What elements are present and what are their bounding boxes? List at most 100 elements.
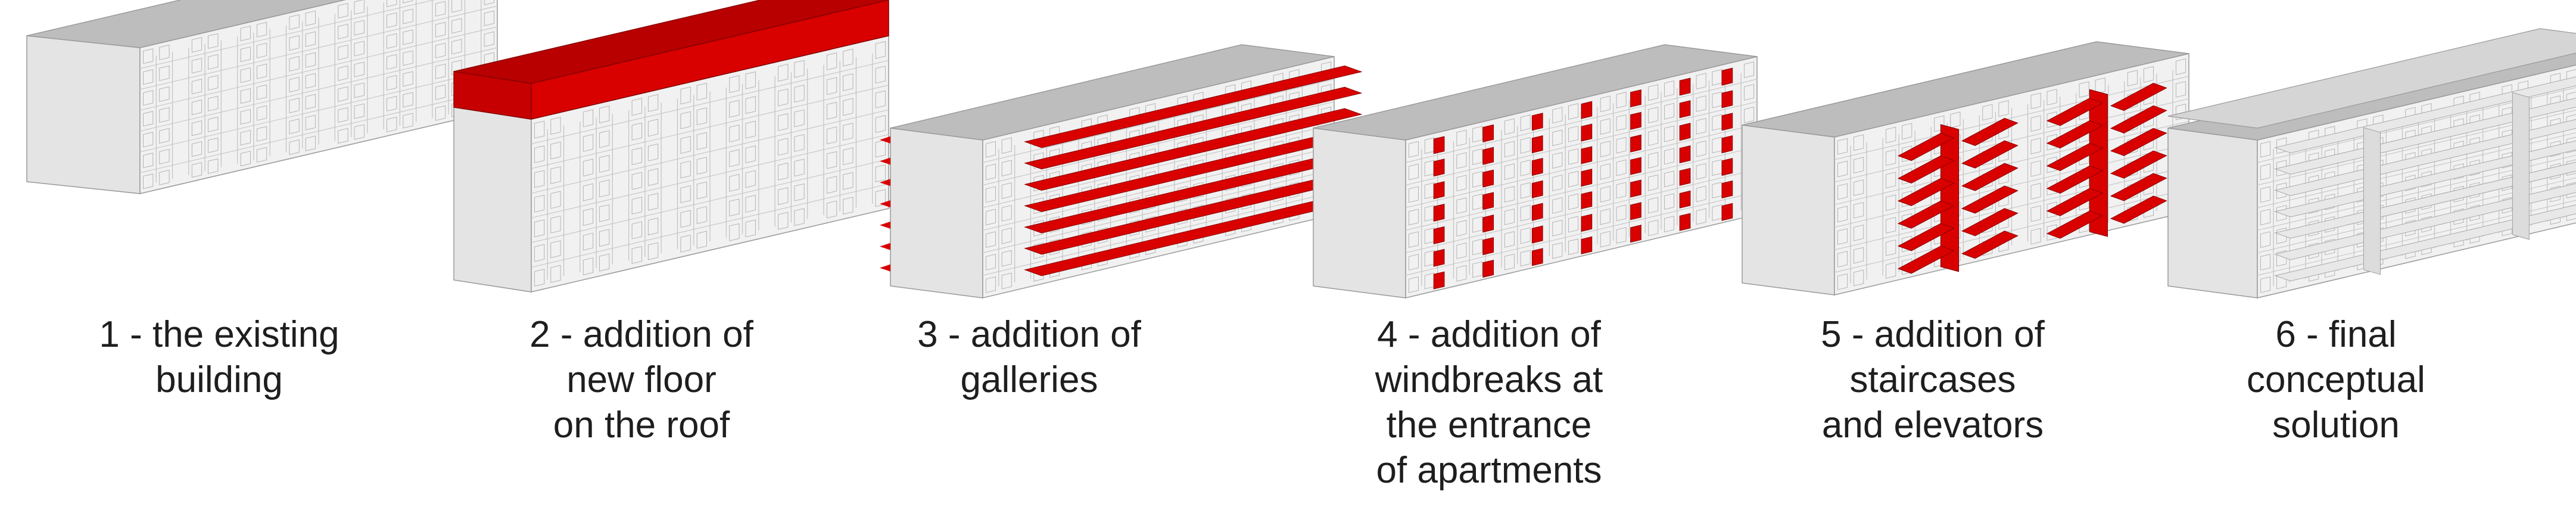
gallery-slab	[1024, 108, 1363, 191]
window	[2276, 160, 2287, 177]
staircase-flight	[2046, 120, 2104, 149]
window	[159, 44, 170, 61]
window	[1424, 227, 1435, 244]
window	[778, 138, 789, 156]
window	[1712, 114, 1722, 131]
window	[354, 20, 365, 36]
window	[289, 35, 300, 51]
window	[403, 71, 413, 87]
caption-line: galleries	[960, 359, 1098, 400]
window	[1424, 160, 1435, 177]
window	[2047, 201, 2057, 219]
windbreak-panel	[1531, 157, 1543, 176]
windbreak-panel	[1721, 90, 1733, 108]
window	[1568, 126, 1579, 142]
building-roof	[26, 0, 347, 48]
window	[2030, 182, 2041, 200]
window	[778, 162, 789, 181]
window	[1408, 141, 1419, 158]
window	[435, 21, 446, 38]
window	[1712, 91, 1722, 108]
window	[191, 120, 203, 136]
window	[208, 54, 219, 70]
windbreak-panel	[1630, 157, 1641, 175]
window	[534, 120, 545, 139]
window	[696, 231, 707, 249]
window	[240, 88, 251, 104]
window	[451, 0, 462, 13]
staircase-flight	[2110, 195, 2167, 224]
window	[484, 0, 494, 5]
window	[631, 147, 642, 166]
staircase-flight	[2046, 188, 2104, 216]
window	[2276, 250, 2287, 267]
window	[305, 31, 316, 47]
window	[1648, 219, 1659, 237]
window	[1552, 107, 1563, 124]
galleries-icon	[880, 44, 1363, 298]
window	[403, 92, 413, 108]
window	[843, 197, 854, 215]
staircase-flight	[1897, 133, 1955, 161]
caption-step-4: 4 - addition of windbreaks at the entran…	[1304, 312, 1674, 493]
window	[1552, 242, 1563, 259]
window	[583, 109, 594, 128]
staircases-elevators-icon	[1742, 41, 2189, 296]
window	[2276, 227, 2287, 244]
window	[1600, 208, 1611, 225]
gallery-end-marker	[880, 242, 890, 250]
window	[2030, 228, 2041, 245]
window	[1001, 227, 1012, 244]
window	[1886, 217, 1896, 234]
window	[289, 55, 300, 72]
window	[1520, 204, 1531, 222]
windbreak-panel	[1721, 203, 1733, 221]
gallery-slab	[1024, 86, 1363, 170]
building-end-wall	[1313, 128, 1406, 298]
window	[599, 229, 610, 247]
windbreak-panel	[1679, 123, 1691, 141]
window	[2030, 92, 2041, 110]
window	[696, 181, 707, 200]
window	[403, 8, 413, 24]
window	[1854, 134, 1864, 151]
window	[159, 86, 170, 102]
window	[159, 107, 170, 123]
window	[778, 212, 789, 230]
window	[435, 42, 446, 58]
windbreaks-icon	[1313, 44, 1758, 298]
window	[354, 0, 365, 15]
window	[1696, 208, 1706, 225]
window	[289, 97, 300, 114]
window	[256, 63, 267, 79]
windbreak-panel	[1531, 225, 1543, 244]
window	[534, 194, 545, 213]
window	[1520, 159, 1531, 176]
window	[1664, 125, 1674, 142]
windbreak-panel	[1721, 158, 1733, 176]
window	[2175, 81, 2186, 98]
window	[1837, 183, 1848, 200]
window	[2047, 224, 2057, 241]
window	[1408, 209, 1419, 226]
window	[1712, 69, 1722, 86]
windbreak-panel	[1433, 226, 1445, 244]
window	[875, 66, 886, 84]
window	[159, 65, 170, 82]
window	[1664, 102, 1674, 120]
building-end-wall	[890, 128, 983, 298]
window	[680, 111, 691, 129]
window	[305, 73, 316, 89]
window	[696, 82, 707, 101]
window	[1837, 251, 1848, 268]
window	[1520, 227, 1531, 244]
window	[794, 85, 805, 103]
window	[240, 130, 251, 146]
final-gallery	[2274, 183, 2576, 260]
window	[631, 197, 642, 215]
window	[338, 44, 348, 61]
window	[583, 208, 594, 226]
window	[1504, 141, 1515, 158]
window	[696, 206, 707, 225]
window	[729, 223, 740, 241]
